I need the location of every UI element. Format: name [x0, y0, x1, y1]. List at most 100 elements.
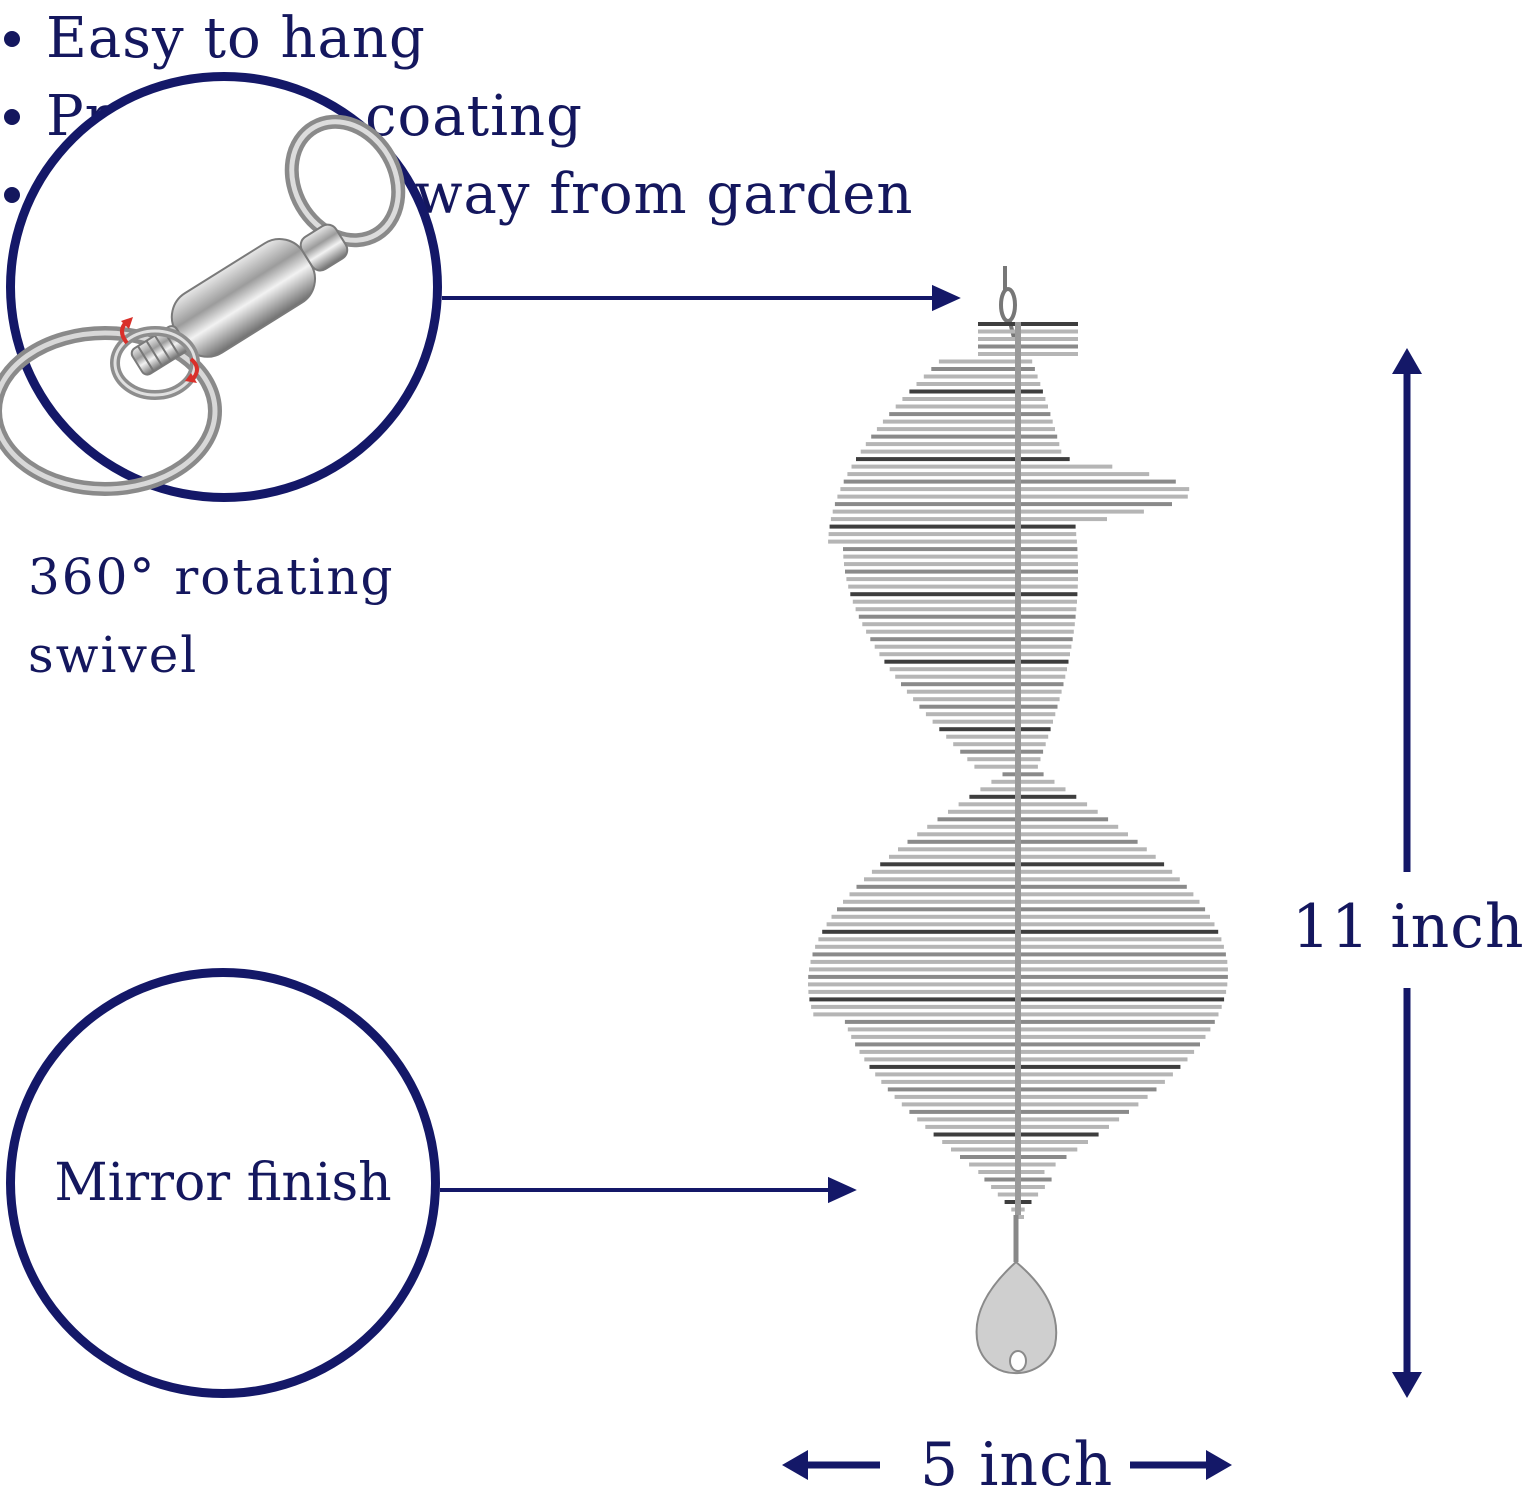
spinner-bar — [869, 1064, 1181, 1069]
spinner-bar — [862, 622, 1075, 627]
wind-spinner — [808, 322, 1228, 1219]
spinner-bar — [1002, 772, 1044, 777]
spinner-bar — [978, 352, 1078, 356]
spinner-bar — [852, 599, 1077, 604]
spinner-bar — [913, 697, 1060, 702]
swivel-detail-circle — [0, 72, 442, 502]
spinner-bar — [843, 554, 1078, 559]
spinner-bar — [875, 1072, 1173, 1077]
spinner-bar — [1018, 1215, 1024, 1219]
spinner-bar — [859, 1049, 1195, 1054]
spinner-bar — [938, 359, 1033, 364]
spinner-bar — [874, 644, 1072, 649]
spinner-hanger — [999, 266, 1017, 339]
height-label: 11 inch — [1292, 892, 1525, 962]
spinner-bar — [830, 517, 1107, 522]
spinner-bar — [937, 817, 1109, 822]
spinner-bar — [884, 659, 1069, 664]
mirror-callout-line — [440, 1176, 857, 1204]
spinner-bar — [948, 809, 1098, 814]
spinner-bar — [889, 412, 1051, 417]
spinner-bar — [917, 832, 1128, 837]
spinner-bar — [844, 562, 1078, 567]
spinner-pendant — [975, 1215, 1058, 1375]
spinner-bar — [969, 794, 1077, 799]
spinner-bar — [828, 532, 1077, 537]
swivel-callout-line — [442, 284, 961, 312]
spinner-bar — [960, 1155, 1067, 1159]
spinner-bar — [834, 502, 1172, 507]
spinner-bar — [919, 704, 1058, 709]
spinner-bar — [879, 652, 1070, 657]
spinner-bar — [927, 824, 1119, 829]
swivel-label: 360° rotating swivel — [28, 548, 395, 684]
feature-item: Easy to hang — [0, 0, 1498, 78]
spinner-bar — [881, 1079, 1165, 1084]
spinner-bar — [840, 487, 1190, 492]
spinner-bar — [851, 464, 1113, 469]
spinner-bar — [978, 322, 1078, 326]
spinner-bar — [939, 727, 1051, 732]
spinner-bar — [847, 472, 1150, 477]
mirror-finish-circle: Mirror finish — [6, 968, 440, 1398]
spinner-bar — [901, 682, 1064, 687]
feature-text: Easy to hang — [46, 6, 426, 71]
spinner-bar — [969, 1162, 1056, 1167]
spinner-bar — [876, 427, 1055, 432]
spinner-bar — [974, 764, 1038, 769]
swivel-illustration — [0, 114, 406, 496]
spinner-bar — [866, 629, 1074, 634]
spinner-bar — [837, 494, 1188, 499]
spinner-bar — [870, 637, 1073, 642]
spinner-bar — [850, 592, 1078, 597]
spinner-bar — [978, 329, 1078, 334]
spinner-bar — [951, 1147, 1078, 1152]
spinner-bar — [909, 389, 1043, 394]
bullet-icon — [4, 187, 20, 203]
spinner-bar — [871, 869, 1173, 874]
spinner-bar — [916, 382, 1041, 386]
spinner-bar — [864, 877, 1180, 882]
spinner-bar — [843, 479, 1176, 484]
spinner-bar — [991, 779, 1055, 784]
spinner-bar — [865, 442, 1060, 447]
spinner-bar — [889, 667, 1067, 672]
width-label: 5 inch — [920, 1430, 1114, 1500]
spinner-bar — [958, 802, 1088, 807]
spinner-bar — [895, 674, 1066, 679]
spinner-bar — [855, 607, 1077, 612]
spinner-bar — [855, 1042, 1200, 1047]
spinner-bar — [978, 337, 1078, 341]
spinner-bar — [843, 547, 1078, 552]
spinner-bar — [889, 854, 1156, 859]
spinner-bar — [967, 757, 1041, 762]
spinner-bar — [851, 1034, 1206, 1039]
spinner-bar — [980, 787, 1066, 792]
spinner-bar — [847, 1027, 1211, 1032]
spinner-bar — [907, 839, 1138, 844]
spinner-bar — [860, 449, 1062, 454]
spinner-bar — [849, 892, 1194, 897]
spinner-bar — [829, 524, 1076, 529]
spinner-bar — [932, 719, 1053, 724]
spinner-bar — [925, 712, 1056, 717]
spinner-bar — [864, 1057, 1188, 1062]
spinner-bar — [902, 397, 1046, 401]
bullet-icon — [4, 31, 20, 47]
width-dimension-arrow — [782, 1450, 1232, 1480]
spinner-bar — [887, 1087, 1157, 1092]
spinner-bar — [895, 404, 1048, 409]
spinner-bar — [837, 907, 1206, 912]
spinner-bar — [953, 742, 1046, 747]
mirror-finish-label: Mirror finish — [54, 1153, 392, 1213]
spinner-bar — [946, 734, 1049, 739]
spinner-bar — [846, 577, 1078, 582]
spinner-bar — [871, 434, 1058, 439]
spinner-bar — [978, 1170, 1045, 1174]
spinner-bar — [856, 884, 1187, 889]
spinner-bar — [931, 367, 1035, 371]
spinner-bar — [894, 1094, 1148, 1099]
spinner-bar — [858, 614, 1076, 619]
spinner-bar — [856, 457, 1070, 462]
